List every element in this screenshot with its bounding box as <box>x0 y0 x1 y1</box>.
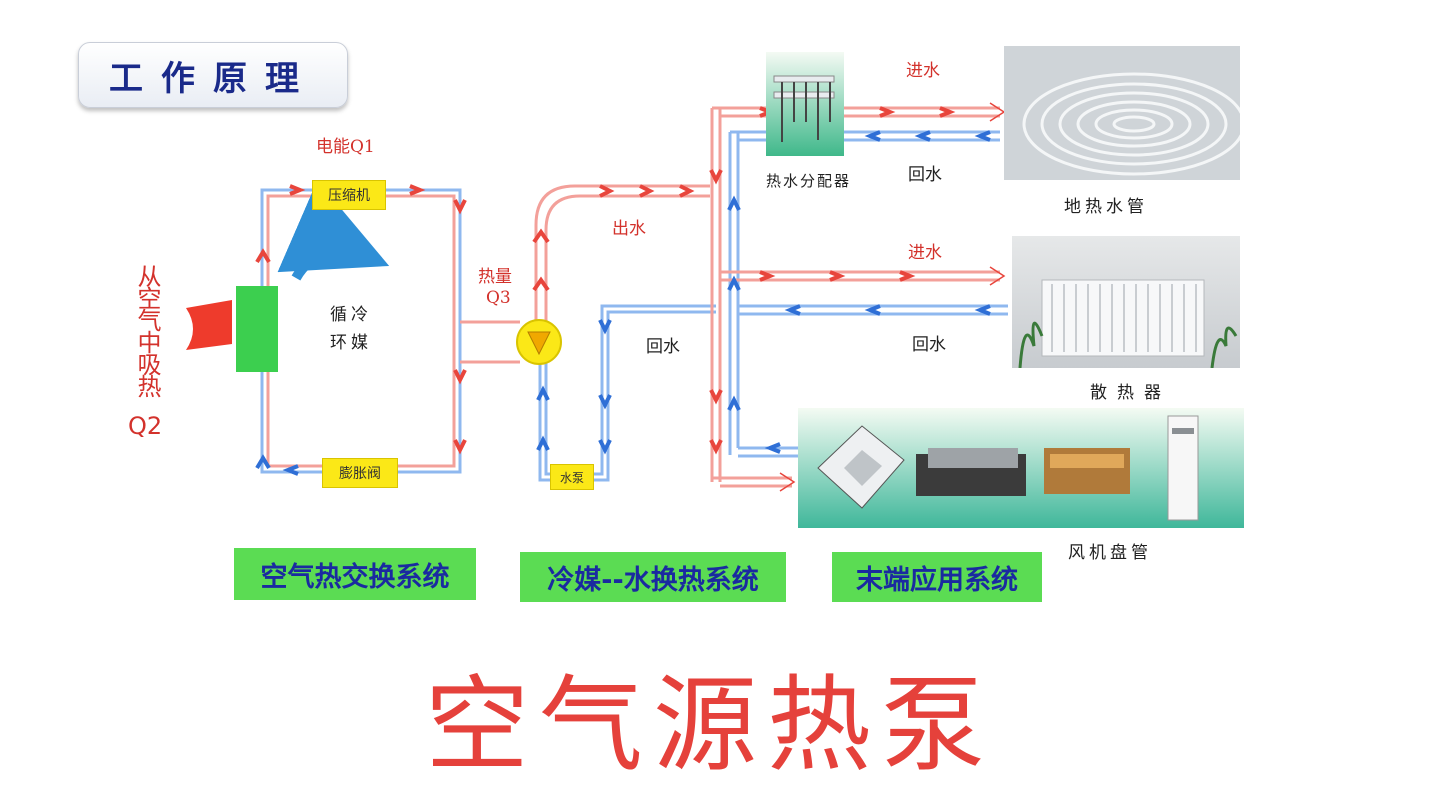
refrigerant-loop <box>260 188 520 474</box>
refrigerant-cycle-label-1: 循冷 <box>330 305 372 325</box>
inlet-water-top-label: 进水 <box>906 61 940 81</box>
main-title: 空气源热泵 <box>424 664 995 786</box>
return-water-left-label: 回水 <box>646 337 680 357</box>
heat-q3-label-2: Q3 <box>486 288 511 308</box>
water-pump-label: 水泵 <box>550 464 594 490</box>
q2-label: Q2 <box>128 412 163 440</box>
absorb-heat-label: 从空气中吸热 <box>133 264 161 396</box>
air-heat-exchange-system-label: 空气热交换系统 <box>234 548 476 600</box>
air-intake-fan <box>186 300 232 350</box>
floor-heating-image <box>1004 46 1240 180</box>
heat-q3-label-1: 热量 <box>478 267 512 287</box>
expansion-valve-label: 膨胀阀 <box>322 458 398 488</box>
terminal-system-label: 末端应用系统 <box>832 552 1042 602</box>
cycle-arrow <box>277 180 390 281</box>
radiator-image <box>1012 236 1240 368</box>
refrigerant-cycle-label-2: 环媒 <box>330 333 372 353</box>
radiator-label: 散热器 <box>1090 383 1171 403</box>
refrigerant-water-system-label: 冷媒--水换热系统 <box>520 552 786 602</box>
fan-coil-label: 风机盘管 <box>1068 543 1152 563</box>
outlet-water-label: 出水 <box>612 219 646 239</box>
hot-water-distributor-image <box>766 52 844 156</box>
compressor-label: 压缩机 <box>312 180 386 210</box>
hot-water-distributor-label: 热水分配器 <box>766 172 852 190</box>
return-water-top-label: 回水 <box>908 165 942 185</box>
inlet-water-mid-label: 进水 <box>908 243 942 263</box>
fan-coil-image <box>798 408 1244 528</box>
evaporator-box <box>236 286 278 372</box>
page-title: 工作原理 <box>78 42 348 108</box>
floor-heating-label: 地热水管 <box>1064 197 1148 217</box>
return-water-mid-label: 回水 <box>912 335 946 355</box>
electric-energy-label: 电能Q1 <box>316 137 375 157</box>
